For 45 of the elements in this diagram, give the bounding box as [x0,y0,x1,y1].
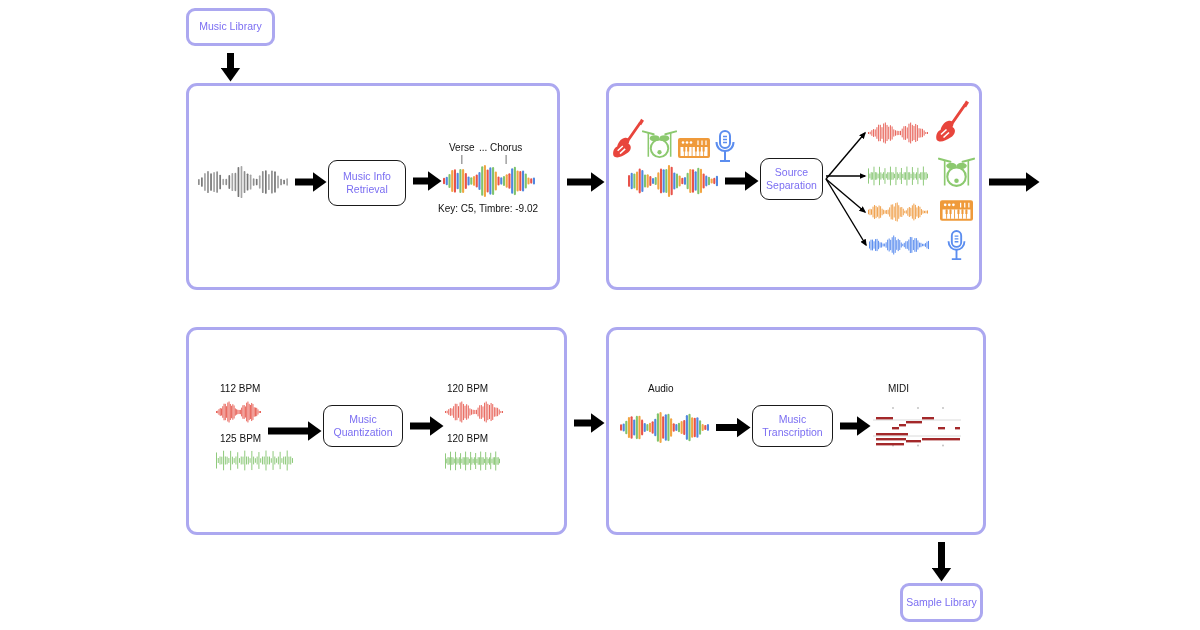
section-label: Verse [449,142,475,154]
process-box [760,158,823,200]
waveform-drawing [198,166,288,198]
section-label: Chorus [490,142,523,154]
stage-panel [606,327,986,535]
waveform-drawing [216,450,293,471]
waveform-drawing [868,166,928,186]
process-label: Source Separation [765,165,818,193]
waveform-drawing [216,401,261,423]
stage-panel [186,83,560,290]
leader-line [505,154,507,165]
waveform-drawing [868,122,928,144]
arrow [825,178,867,213]
waveform-caption: 120 BPM [447,433,489,445]
waveform-caption: Audio [648,383,674,395]
waveform-drawing [869,235,929,255]
arrow [825,173,867,179]
ellipsis-label: ... [479,142,488,154]
waveform-drawing [443,165,535,197]
waveform-caption: 125 BPM [220,433,262,445]
stage-panel [186,327,567,535]
waveform-caption: MIDI [888,383,910,395]
waveform-drawing [620,412,709,443]
process-box [323,405,403,447]
waveform-drawing [445,451,500,471]
waveform-caption: 120 BPM [447,383,489,395]
piano-roll-drawing [872,405,962,447]
terminal-label: Sample Library [906,595,977,610]
process-label: Music Transcription [761,412,824,440]
terminal-box [186,8,275,46]
terminal-box [900,583,983,622]
waveform-drawing [445,401,503,423]
waveform-caption: 112 BPM [220,383,261,395]
arrow [825,131,866,180]
leader-line [461,154,463,165]
stage-panel [606,83,982,290]
arrow [825,178,867,247]
process-label: Music Info Retrieval [342,169,392,197]
process-box [752,405,833,447]
process-label: Music Quantization [332,412,394,440]
waveform-drawing [628,165,718,197]
waveform-drawing [868,202,928,222]
waveform-caption: Key: C5, Timbre: -9.02 [438,203,539,215]
terminal-label: Music Library [199,20,262,34]
process-box [328,160,406,206]
